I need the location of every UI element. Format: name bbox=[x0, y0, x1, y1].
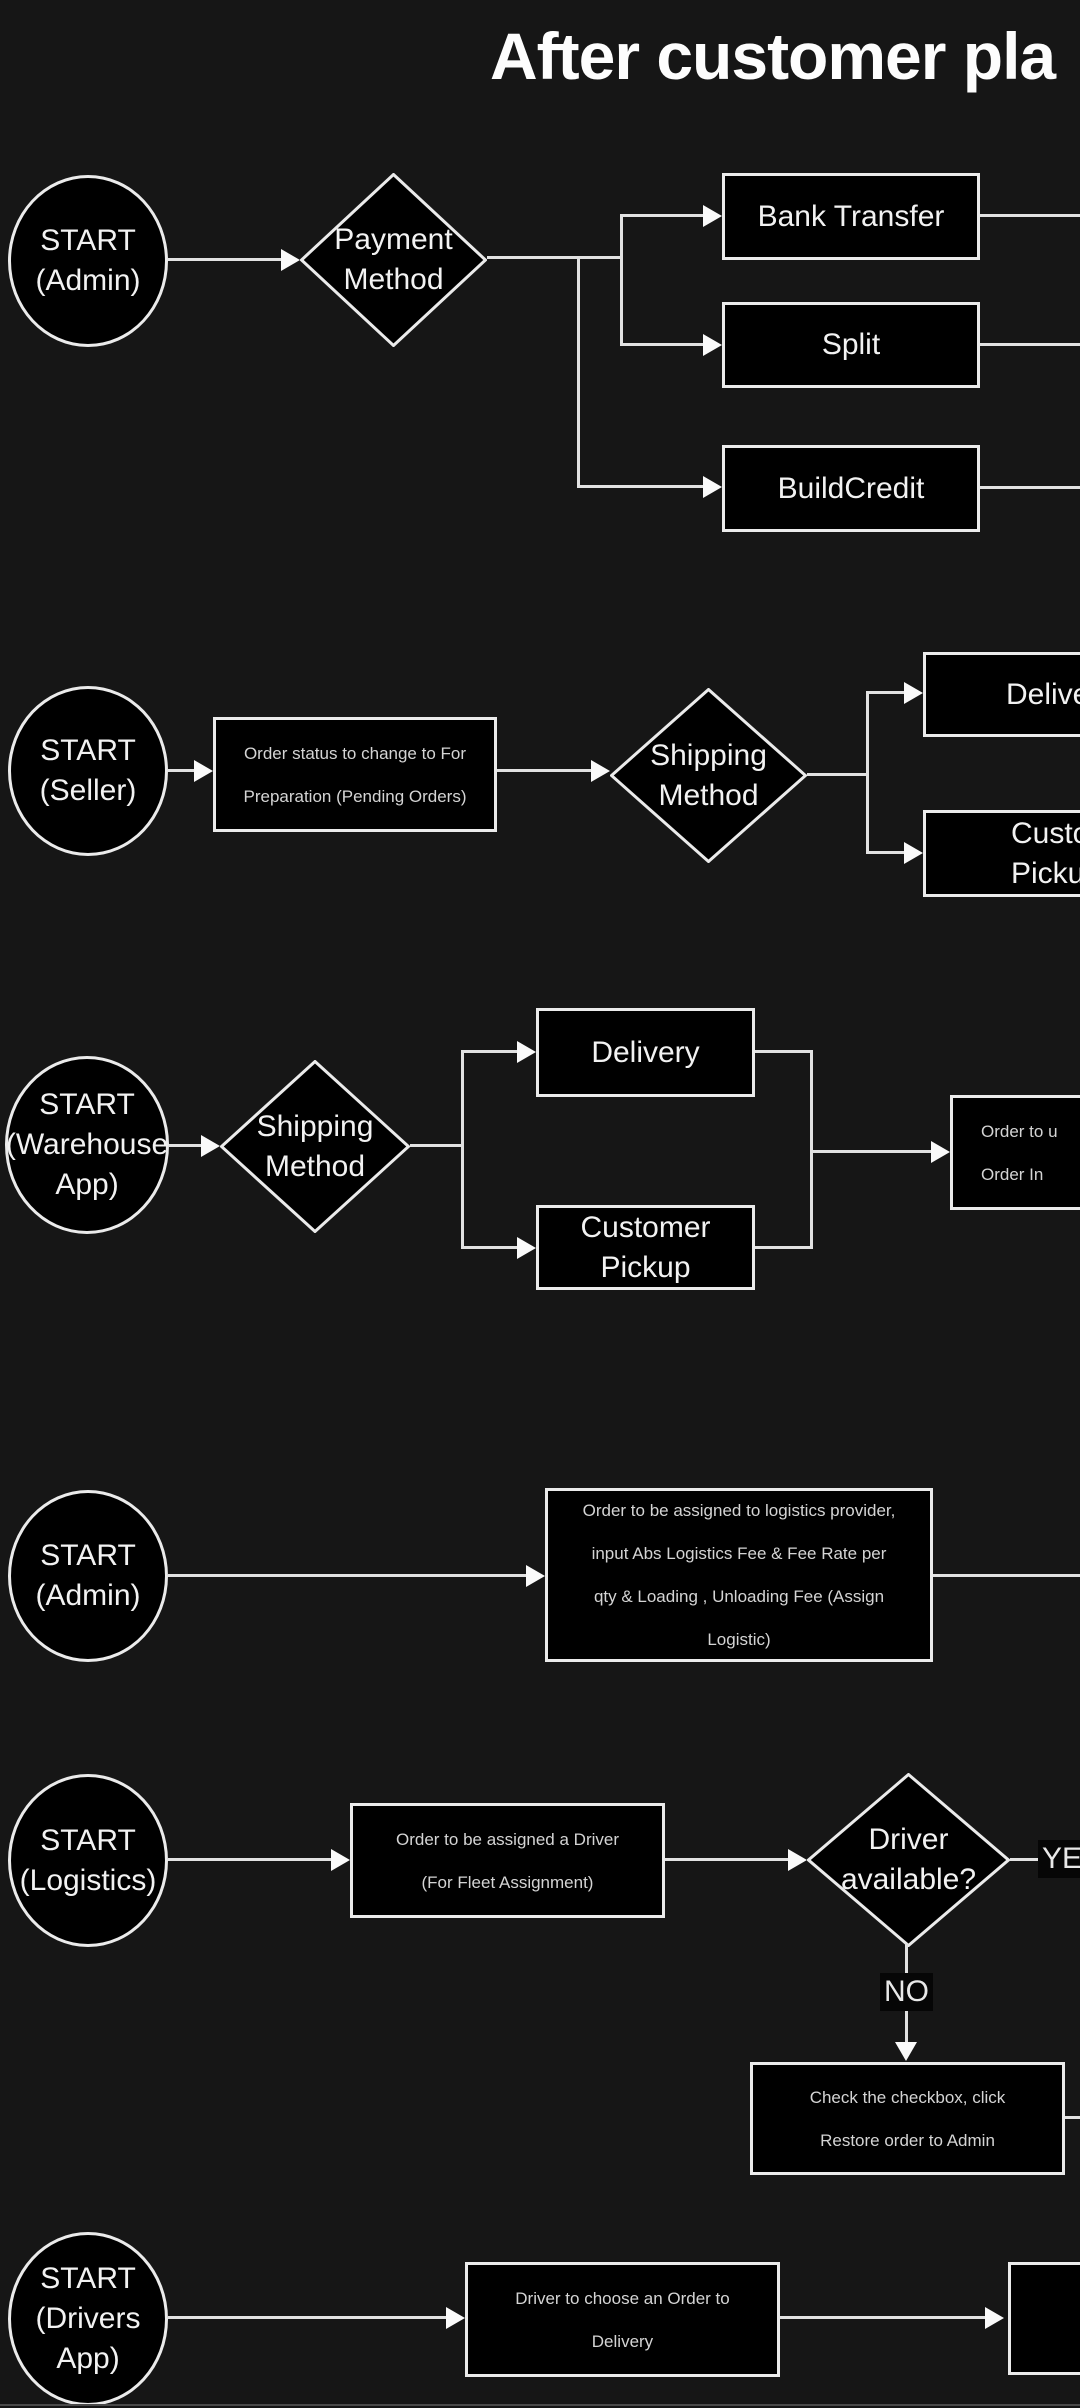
arrowhead-right-icon bbox=[788, 1849, 807, 1871]
connector-line bbox=[620, 343, 705, 346]
connector-line bbox=[168, 1574, 528, 1577]
decision-shipping-method-seller: Shipping Method bbox=[610, 688, 807, 863]
arrowhead-right-icon bbox=[703, 334, 722, 356]
connector-line bbox=[169, 1144, 203, 1147]
connector-line bbox=[487, 256, 623, 259]
diamond-shape bbox=[610, 688, 807, 863]
arrowhead-right-icon bbox=[703, 205, 722, 227]
process-box-order-update: Order to u Order In bbox=[950, 1095, 1080, 1210]
edge-label-yes: YE bbox=[1038, 1840, 1080, 1878]
start-circle-admin-payment: START (Admin) bbox=[8, 175, 168, 347]
arrowhead-right-icon bbox=[517, 1237, 536, 1259]
process-box-choose-order: Driver to choose an Order to Delivery bbox=[465, 2262, 780, 2377]
decision-payment-method: Payment Method bbox=[300, 173, 487, 347]
arrowhead-right-icon bbox=[591, 760, 610, 782]
connector-line bbox=[980, 486, 1080, 489]
arrowhead-right-icon bbox=[281, 249, 300, 271]
connector-line bbox=[168, 2316, 447, 2319]
connector-line bbox=[168, 769, 196, 772]
option-box-customer-pickup-warehouse: Customer Pickup bbox=[536, 1205, 755, 1290]
connector-line bbox=[755, 1246, 813, 1249]
start-circle-logistics: START (Logistics) bbox=[8, 1774, 168, 1947]
connector-line bbox=[980, 343, 1080, 346]
connector-line bbox=[620, 214, 705, 217]
option-box-buildcredit: BuildCredit bbox=[722, 445, 980, 532]
decision-driver-available: Driver available? bbox=[807, 1773, 1010, 1947]
arrowhead-right-icon bbox=[201, 1135, 220, 1157]
arrowhead-right-icon bbox=[194, 760, 213, 782]
process-box-assign-logistic: Order to be assigned to logistics provid… bbox=[545, 1488, 933, 1662]
arrowhead-right-icon bbox=[931, 1141, 950, 1163]
arrowhead-right-icon bbox=[703, 476, 722, 498]
arrowhead-right-icon bbox=[904, 682, 923, 704]
diamond-shape bbox=[807, 1773, 1010, 1947]
connector-line bbox=[620, 215, 623, 346]
option-box-delivery-warehouse: Delivery bbox=[536, 1008, 755, 1097]
connector-line bbox=[933, 1574, 1080, 1577]
connector-line bbox=[807, 773, 869, 776]
arrowhead-right-icon bbox=[517, 1041, 536, 1063]
arrowhead-down-icon bbox=[895, 2042, 917, 2061]
process-box-order-status-preparation: Order status to change to For Preparatio… bbox=[213, 717, 497, 832]
connector-line bbox=[461, 1050, 519, 1053]
page-edge-divider bbox=[0, 2404, 1080, 2406]
arrowhead-right-icon bbox=[526, 1565, 545, 1587]
edge-label-no: NO bbox=[880, 1973, 933, 2011]
connector-line bbox=[980, 214, 1080, 217]
process-box-assign-driver: Order to be assigned a Driver (For Fleet… bbox=[350, 1803, 665, 1918]
start-circle-drivers-app: START (Drivers App) bbox=[8, 2232, 168, 2406]
process-box-cutoff bbox=[1008, 2262, 1080, 2375]
arrowhead-right-icon bbox=[446, 2307, 465, 2329]
start-circle-admin-logistics: START (Admin) bbox=[8, 1490, 168, 1662]
decision-label: Shipping Method bbox=[650, 738, 767, 812]
connector-line bbox=[410, 1144, 464, 1147]
connector-line bbox=[577, 485, 705, 488]
diamond-shape bbox=[300, 173, 487, 347]
arrowhead-right-icon bbox=[985, 2307, 1004, 2329]
decision-label: Payment Method bbox=[334, 223, 453, 296]
connector-line bbox=[866, 692, 869, 854]
process-box-restore-order: Check the checkbox, click Restore order … bbox=[750, 2062, 1065, 2175]
connector-line bbox=[168, 258, 283, 261]
connector-line bbox=[780, 2316, 986, 2319]
connector-line bbox=[810, 1050, 813, 1249]
arrowhead-right-icon bbox=[331, 1849, 350, 1871]
connector-line bbox=[665, 1858, 790, 1861]
decision-label: Shipping Method bbox=[256, 1109, 374, 1183]
option-box-bank-transfer: Bank Transfer bbox=[722, 173, 980, 260]
option-box-customer-pickup-seller: Custom Picku bbox=[923, 810, 1080, 897]
connector-line bbox=[577, 257, 580, 487]
option-box-delivery-seller: Delive bbox=[923, 652, 1080, 737]
decision-label: Driver available? bbox=[840, 1823, 977, 1896]
connector-line bbox=[461, 1051, 464, 1248]
connector-line bbox=[810, 1150, 932, 1153]
connector-line bbox=[497, 769, 593, 772]
start-circle-warehouse-app: START (Warehouse App) bbox=[5, 1056, 169, 1234]
start-circle-seller: START (Seller) bbox=[8, 686, 168, 856]
diamond-shape bbox=[220, 1060, 410, 1233]
connector-line bbox=[866, 851, 906, 854]
arrowhead-right-icon bbox=[904, 842, 923, 864]
decision-shipping-method-warehouse: Shipping Method bbox=[220, 1060, 410, 1233]
connector-line bbox=[866, 691, 906, 694]
connector-line bbox=[461, 1246, 519, 1249]
connector-line bbox=[1065, 2116, 1080, 2119]
page-title: After customer pla bbox=[490, 19, 1056, 93]
option-box-split: Split bbox=[722, 302, 980, 388]
connector-line bbox=[168, 1858, 332, 1861]
connector-line bbox=[755, 1050, 813, 1053]
